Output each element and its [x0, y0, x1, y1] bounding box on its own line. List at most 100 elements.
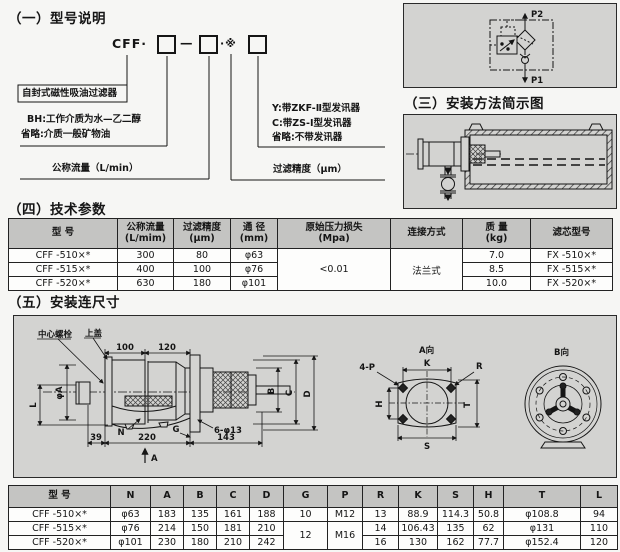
cell-model: CFF -520×*: [8, 276, 118, 291]
dim-header-row: 型 号 N A B C D G P R K S H T L: [8, 485, 618, 508]
dim-100: 100: [116, 343, 134, 353]
tech-header-row: 型 号 公称流量(L/mim) 过滤精度(μm) 通 径(mm) 原始压力损失(…: [8, 218, 613, 249]
section5-title: （五）安装连尺寸: [8, 295, 120, 311]
cell-s: 114.3: [437, 507, 474, 522]
cell-model: CFF -515×*: [8, 262, 118, 277]
dim-220: 220: [138, 433, 156, 443]
model-code-lines: [17, 54, 385, 181]
cell-l: 94: [580, 507, 618, 522]
cell-mass: 7.0: [462, 248, 531, 263]
dim-4p: 4-P: [359, 363, 375, 373]
cell-n: φ63: [110, 507, 151, 522]
cell-b: 150: [183, 521, 217, 536]
dim-holes: 6-φ13: [214, 426, 242, 436]
model-code-box-flow: [199, 35, 218, 54]
cell-g: 12: [283, 521, 328, 550]
tech-th-connection: 连接方式: [390, 218, 463, 249]
cell-h: 62: [473, 521, 504, 536]
dim-phi-a: φA: [55, 386, 65, 400]
cell-s: 162: [437, 535, 474, 550]
cell-model: CFF -515×*: [8, 521, 111, 536]
dim-row-520: CFF -520×* φ101 230 180 210 242 16 130 1…: [8, 535, 618, 550]
dim-th-l: L: [580, 485, 618, 508]
cell-a: 214: [150, 521, 184, 536]
model-code-dash: —: [180, 35, 194, 50]
cell-precision: 100: [173, 262, 231, 277]
dim-h: H: [375, 400, 385, 407]
view-a-label: A向: [419, 345, 434, 356]
label-nominal-flow: 公称流量（L/min）: [52, 163, 139, 174]
label-sender-y: Y:带ZKF-Ⅱ型发讯器: [272, 103, 361, 114]
cell-n: φ101: [110, 535, 151, 550]
tech-th-mass: 质 量(kg): [462, 218, 531, 249]
dim-c: C: [285, 390, 295, 396]
dim-th-b: B: [183, 485, 217, 508]
tech-row-520: CFF -520×* 630 180 φ101 10.0 FX -520×*: [8, 276, 613, 291]
tech-row-515: CFF -515×* 400 100 φ76 8.5 FX -515×*: [8, 262, 613, 277]
cell-flow: 400: [117, 262, 174, 277]
dim-r: R: [476, 362, 483, 372]
cell-g: 10: [283, 507, 328, 522]
cell-c: 210: [216, 535, 250, 550]
cell-b: 135: [183, 507, 217, 522]
cell-connection: 法兰式: [390, 248, 463, 291]
tech-params-table: 型 号 公称流量(L/mim) 过滤精度(μm) 通 径(mm) 原始压力损失(…: [8, 218, 613, 291]
cell-d: 210: [249, 521, 284, 536]
dim-th-n: N: [110, 485, 151, 508]
cell-diameter: φ76: [230, 262, 278, 277]
label-medium-default: 省略:介质一般矿物油: [21, 129, 111, 140]
cell-precision: 80: [173, 248, 231, 263]
dim-th-a: A: [150, 485, 184, 508]
tech-th-precision: 过滤精度(μm): [173, 218, 231, 249]
port-p2-label: P2: [531, 10, 543, 20]
cell-pressure-loss: <0.01: [277, 248, 391, 291]
cell-precision: 180: [173, 276, 231, 291]
dim-39: 39: [90, 433, 102, 443]
dim-arrow-a: A: [151, 454, 158, 464]
dim-th-r: R: [362, 485, 399, 508]
cell-l: 110: [580, 521, 618, 536]
cell-p: M16: [327, 521, 363, 550]
dim-t: T: [463, 402, 473, 408]
cell-a: 183: [150, 507, 184, 522]
cell-r: 16: [362, 535, 399, 550]
cell-k: 106.43: [398, 521, 438, 536]
dim-th-p: P: [327, 485, 363, 508]
dim-th-t: T: [503, 485, 581, 508]
cell-mass: 8.5: [462, 262, 531, 277]
tech-row-510: CFF -510×* 300 80 φ63 <0.01 法兰式 7.0 FX -…: [8, 248, 613, 291]
label-medium-bh: BH:工作介质为水—乙二醇: [27, 114, 141, 125]
tech-th-pressure-loss: 原始压力损失(Mpa): [277, 218, 391, 249]
dim-th-c: C: [216, 485, 250, 508]
dim-d: D: [303, 390, 313, 397]
dim-th-h: H: [473, 485, 504, 508]
cell-l: 120: [580, 535, 618, 550]
dim-th-d: D: [249, 485, 284, 508]
cell-b: 180: [183, 535, 217, 550]
cell-k: 88.9: [398, 507, 438, 522]
cell-p: M12: [327, 507, 363, 522]
view-b-label: B向: [554, 347, 569, 358]
cell-n: φ76: [110, 521, 151, 536]
dim-g: G: [173, 425, 180, 435]
dim-n: N: [117, 428, 124, 438]
dimension-table: 型 号 N A B C D G P R K S H T L CFF -510×*…: [8, 485, 618, 550]
dim-th-g: G: [283, 485, 328, 508]
cell-d: 242: [249, 535, 284, 550]
cell-element: FX -510×*: [530, 248, 613, 263]
cell-h: 77.7: [473, 535, 504, 550]
section3-title: （三）安装方法简示图: [404, 96, 544, 112]
cell-model: CFF -510×*: [8, 507, 111, 522]
tech-th-diameter: 通 径(mm): [230, 218, 278, 249]
dim-k: K: [424, 359, 431, 369]
label-sender-c: C:带ZS-Ⅰ型发讯器: [272, 118, 352, 129]
tech-th-element: 滤芯型号: [530, 218, 613, 249]
cell-flow: 630: [117, 276, 174, 291]
hydraulic-schematic: P2 P1: [489, 10, 554, 86]
label-center-bolt: 中心螺栓: [38, 329, 73, 340]
model-code-box-medium: [157, 35, 176, 54]
installation-drawing: [406, 123, 613, 201]
section1-title: （一）型号说明: [8, 11, 106, 27]
dim-120: 120: [158, 343, 176, 353]
